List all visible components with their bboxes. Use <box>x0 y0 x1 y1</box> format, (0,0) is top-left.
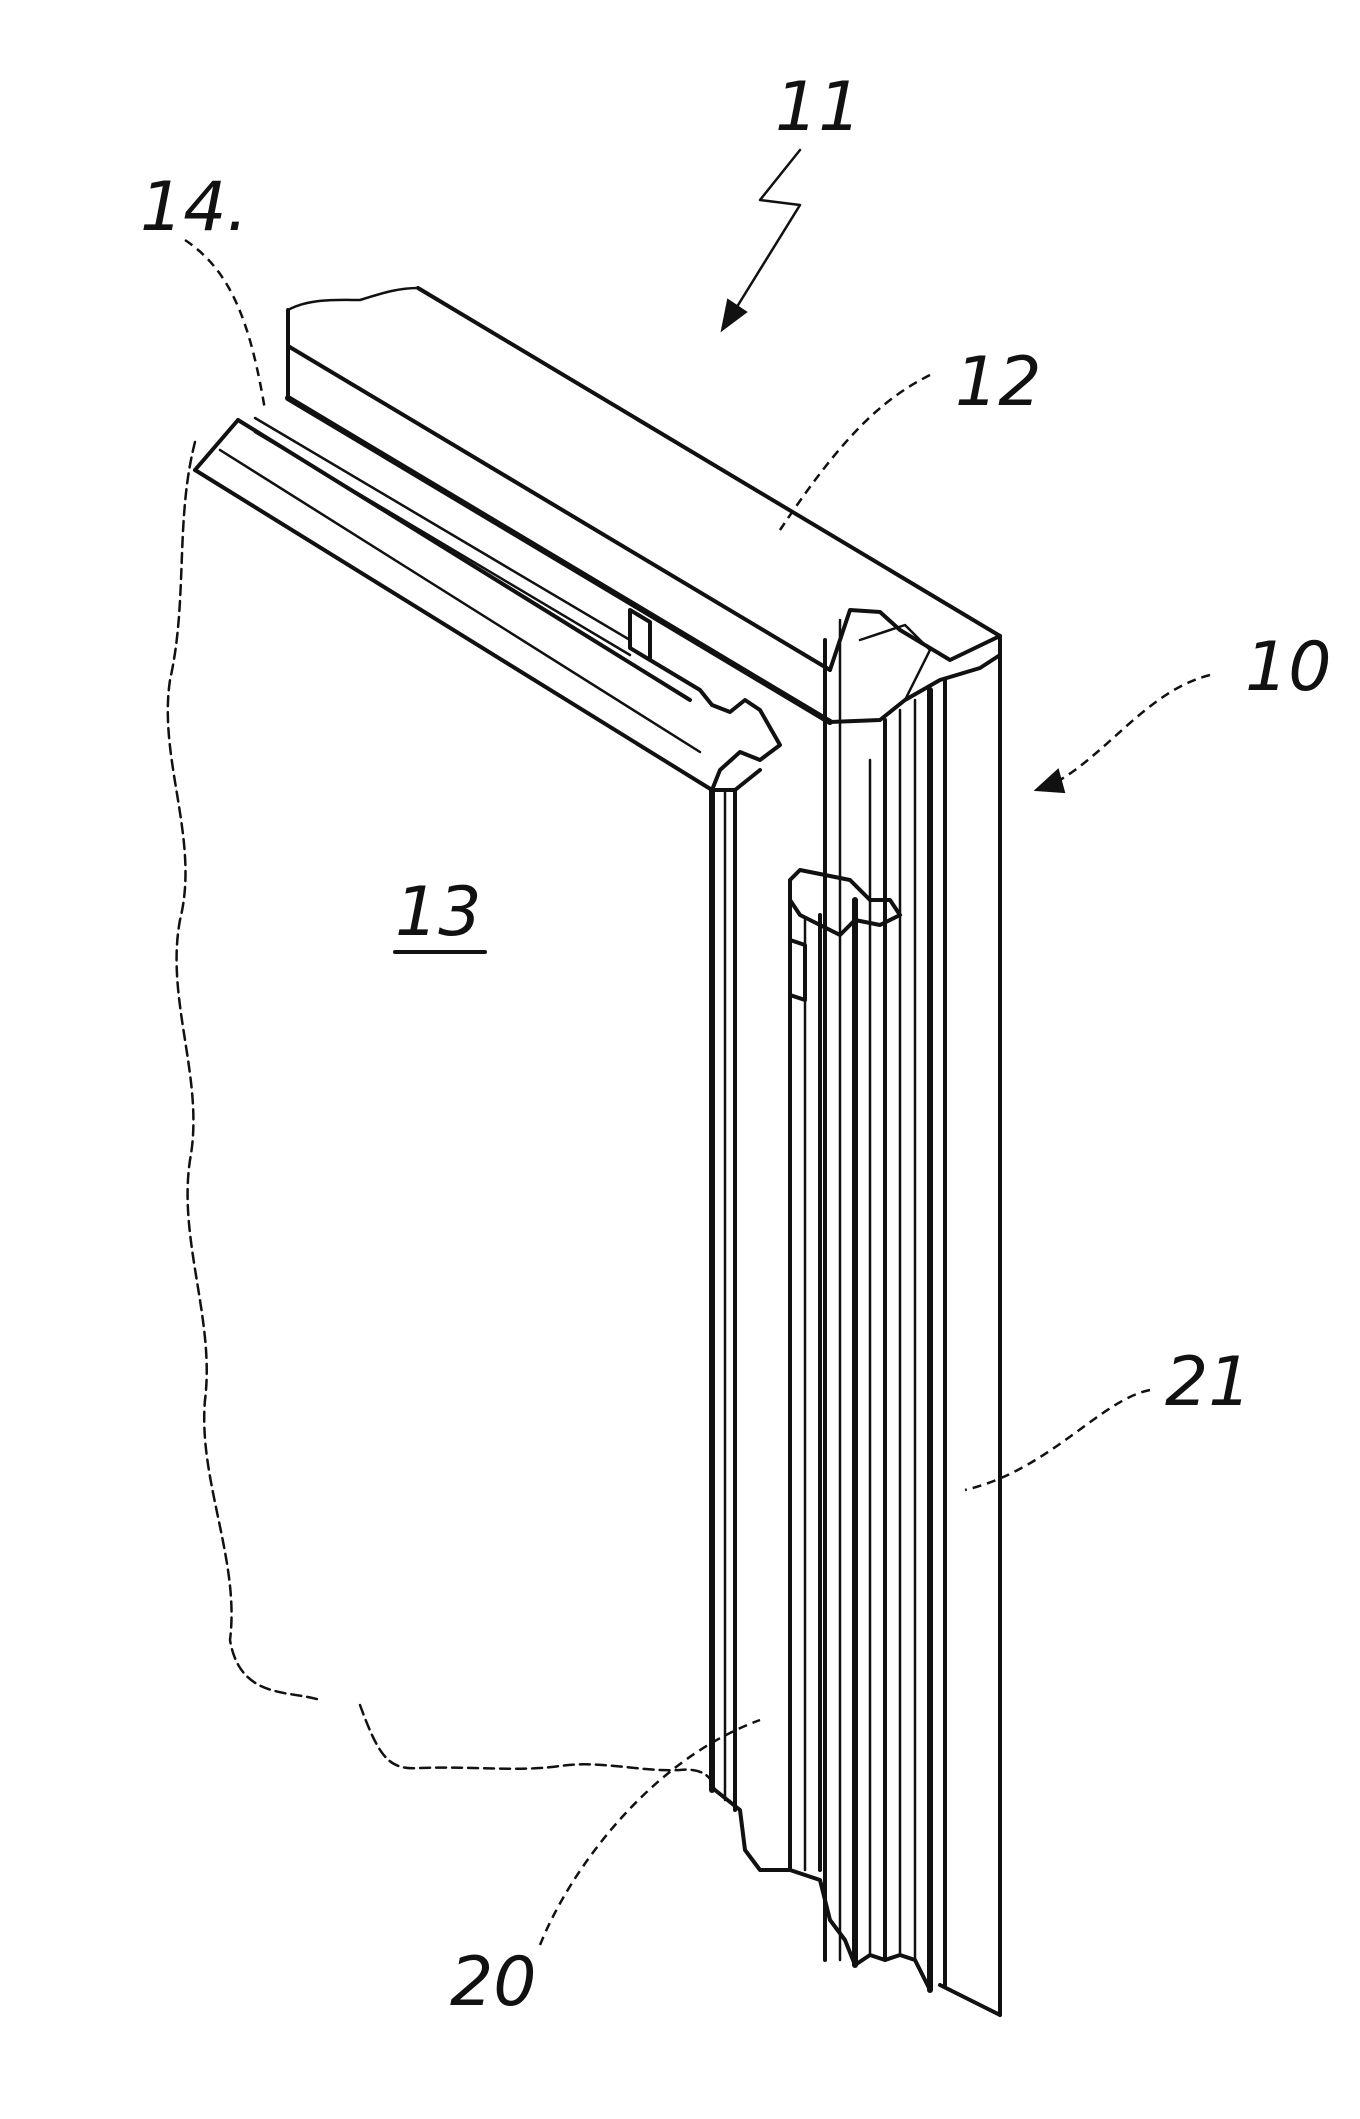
leader-14 <box>185 240 265 410</box>
post-bottom-edge <box>940 1985 1000 2015</box>
profile-top-mid-edge <box>288 346 830 670</box>
top-profile-12 <box>255 288 1000 790</box>
profile-break-top <box>288 288 418 310</box>
profile-notch <box>630 610 650 660</box>
panel-break-bottom <box>360 1705 715 1790</box>
arrow-10 <box>1036 770 1064 792</box>
post-left-bottom-break <box>715 1790 930 1990</box>
post-rebate-notch <box>790 940 805 1000</box>
leader-lines <box>185 150 1210 1945</box>
label-14: 14. <box>140 168 248 247</box>
wall-panel-13 <box>168 420 715 1790</box>
profile-top-lower-edge <box>288 398 830 722</box>
panel-break-left <box>168 442 320 1700</box>
label-21: 21 <box>1165 1343 1252 1422</box>
label-13: 13 <box>395 873 482 952</box>
arrow-11 <box>722 300 746 330</box>
vertical-post-10 <box>712 620 1000 2015</box>
profile-corner-inner <box>860 625 930 700</box>
label-12: 12 <box>955 343 1042 422</box>
panel-top-cap <box>195 420 238 470</box>
label-11: 11 <box>775 68 862 147</box>
profile-groove-upper <box>255 418 630 640</box>
label-10: 10 <box>1245 628 1332 707</box>
leader-11 <box>735 150 800 310</box>
leader-21 <box>965 1390 1150 1490</box>
leader-12 <box>780 375 930 530</box>
panel-top-front-edge <box>195 470 712 790</box>
label-20: 20 <box>450 1943 537 2022</box>
leader-20 <box>540 1720 760 1945</box>
leader-10 <box>1060 675 1210 780</box>
